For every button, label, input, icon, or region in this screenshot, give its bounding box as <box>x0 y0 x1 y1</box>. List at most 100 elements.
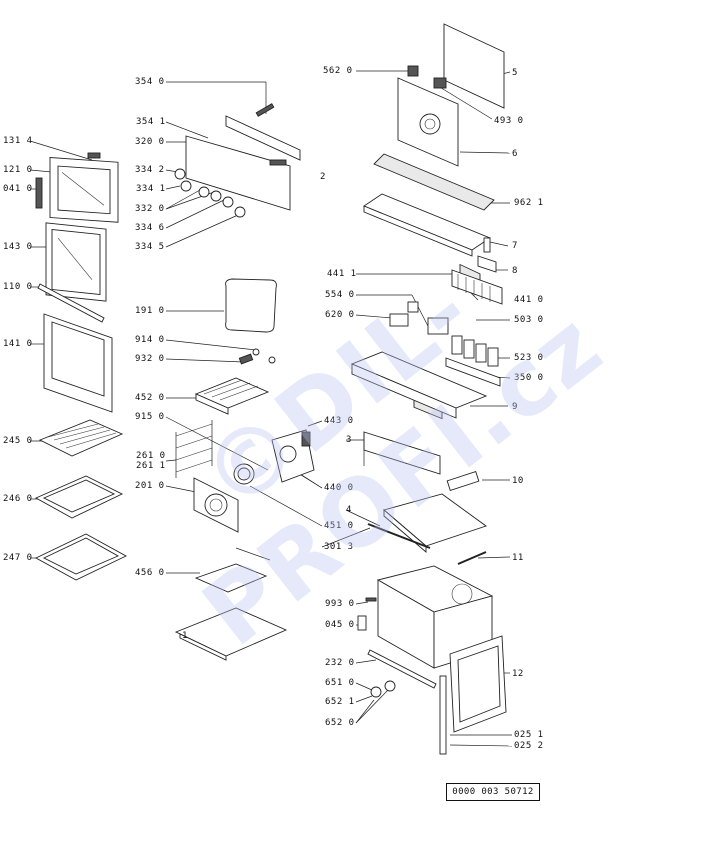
part-label: 143 0 <box>3 242 33 252</box>
part-label: 245 0 <box>3 436 33 446</box>
part-label: 554 0 <box>325 290 355 300</box>
shelf-runners <box>175 420 213 478</box>
part-label: 334 1 <box>136 184 166 194</box>
part-label: 915 0 <box>135 412 165 422</box>
part-label: 962 1 <box>514 198 544 208</box>
part-label: 354 1 <box>136 117 166 127</box>
part-label: 3 <box>346 435 352 445</box>
oven-frame-base <box>350 351 488 419</box>
side-panel <box>363 431 441 475</box>
part-label: 1 <box>182 631 188 641</box>
part-label: 12 <box>512 669 524 679</box>
part-label: 914 0 <box>135 335 165 345</box>
part-label: 993 0 <box>325 599 355 609</box>
part-label: 652 1 <box>325 697 355 707</box>
part-label: 232 0 <box>325 658 355 668</box>
part-label: 191 0 <box>135 306 165 316</box>
part-label: 562 0 <box>323 66 353 76</box>
part-label: 440 0 <box>324 483 354 493</box>
wire-shelf <box>38 419 124 457</box>
part-label: 651 0 <box>325 678 355 688</box>
fan-heater-ring <box>233 463 255 485</box>
door-inner-frame <box>449 635 507 733</box>
control-knobs <box>174 168 246 218</box>
door-trim-strip <box>37 283 105 323</box>
part-label: 261 1 <box>136 461 166 471</box>
oven-seal <box>225 278 277 333</box>
part-label: 121 0 <box>3 165 33 175</box>
part-label: 932 0 <box>135 354 165 364</box>
rear-panel <box>397 77 459 167</box>
grill-element <box>194 377 270 415</box>
outer-door-glass <box>43 313 113 413</box>
part-label: 110 0 <box>3 282 33 292</box>
door-hinge <box>35 177 43 209</box>
part-label: 441 1 <box>327 269 357 279</box>
part-label: 7 <box>512 241 518 251</box>
part-label: 493 0 <box>494 116 524 126</box>
part-label: 247 0 <box>3 553 33 563</box>
cable-clamp <box>407 65 419 77</box>
part-label: 350 0 <box>514 373 544 383</box>
part-label: 620 0 <box>325 310 355 320</box>
part-label: 354 0 <box>135 77 165 87</box>
part-label: 652 0 <box>325 718 355 728</box>
oven-door <box>49 152 119 223</box>
part-label: 9 <box>512 402 518 412</box>
part-label: 443 0 <box>324 416 354 426</box>
part-label: 301 3 <box>324 542 354 552</box>
oven-bottom-plate <box>174 607 288 661</box>
cavity-base-plate <box>383 493 487 553</box>
lamp-assembly <box>370 680 396 698</box>
part-label: 045 0 <box>325 620 355 630</box>
part-label: 332 0 <box>135 204 165 214</box>
switch-bank <box>445 335 501 387</box>
part-label: 261 0 <box>136 451 166 461</box>
cavity-seal-strip <box>367 649 437 689</box>
part-label: 452 0 <box>135 393 165 403</box>
part-label: 6 <box>512 149 518 159</box>
part-label: 451 0 <box>324 521 354 531</box>
door-hinge-right <box>439 675 447 755</box>
lamp-holder <box>357 615 367 631</box>
small-grommets <box>238 348 276 365</box>
fan-motor <box>271 429 315 483</box>
screw <box>365 597 377 602</box>
door-rod <box>457 551 487 565</box>
part-label: 5 <box>512 68 518 78</box>
part-label: 523 0 <box>514 353 544 363</box>
oven-tray-plate <box>194 547 271 593</box>
side-bracket <box>477 237 497 273</box>
part-label: 334 5 <box>135 242 165 252</box>
reference-code-box: 0000 003 50712 <box>446 783 540 801</box>
control-panel <box>185 115 301 211</box>
part-label: 334 2 <box>135 165 165 175</box>
part-label: 320 0 <box>135 137 165 147</box>
knob-spindle <box>255 103 275 117</box>
part-label: 8 <box>512 266 518 276</box>
part-label: 141 0 <box>3 339 33 349</box>
part-label: 246 0 <box>3 494 33 504</box>
tangential-fan <box>451 269 503 305</box>
part-label: 503 0 <box>514 315 544 325</box>
part-label: 041 0 <box>3 184 33 194</box>
part-label: 025 2 <box>514 741 544 751</box>
part-label: 456 0 <box>135 568 165 578</box>
top-insulation <box>373 153 495 211</box>
baking-tray <box>34 475 124 519</box>
part-label: 441 0 <box>514 295 544 305</box>
inner-door-glass <box>45 222 107 302</box>
relay-block <box>389 301 449 335</box>
heater-guard <box>446 471 480 491</box>
support-rail <box>367 523 431 549</box>
part-label: 10 <box>512 476 524 486</box>
part-label: 131 4 <box>3 136 33 146</box>
part-label: 4 <box>346 505 352 515</box>
fan-cover <box>193 477 239 533</box>
part-label: 201 0 <box>135 481 165 491</box>
part-label: 2 <box>320 172 326 182</box>
part-label: 334 6 <box>135 223 165 233</box>
part-label: 11 <box>512 553 524 563</box>
